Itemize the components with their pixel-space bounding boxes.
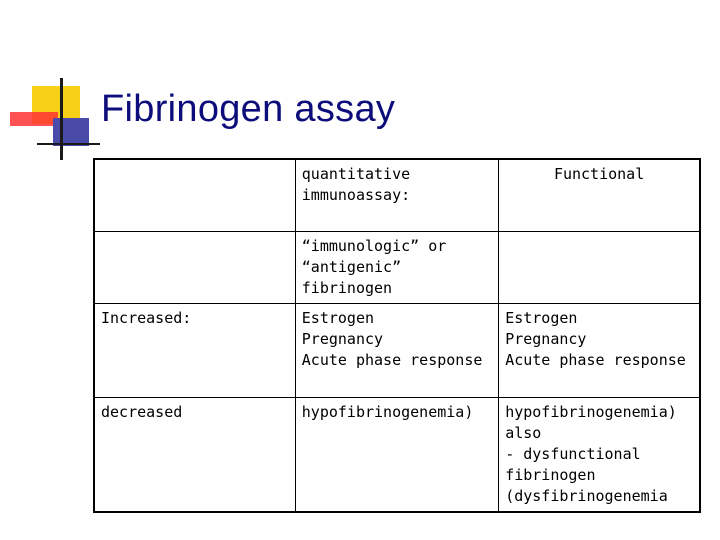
increased-immunoassay-cell: Estrogen Pregnancy Acute phase response (294, 303, 500, 398)
table-subheader-row: “immunologic” or “antigenic” fibrinogen (93, 231, 701, 304)
logo-horizontal-line (37, 143, 100, 145)
table-row-increased: Increased: Estrogen Pregnancy Acute phas… (93, 303, 701, 398)
fibrinogen-assay-table: quantitative immunoassay: Functional “im… (93, 158, 701, 513)
increased-functional-cell: Estrogen Pregnancy Acute phase response (498, 303, 701, 398)
header-immunoassay-cell: quantitative immunoassay: (294, 158, 500, 232)
slide-logo-decoration (0, 0, 100, 170)
row-label-increased: Increased: (93, 303, 296, 398)
table-row-decreased: decreased hypofibrinogenemia) hypofibrin… (93, 397, 701, 513)
subheader-empty-cell (93, 231, 296, 304)
header-empty-cell (93, 158, 296, 232)
slide-title: Fibrinogen assay (101, 88, 396, 130)
logo-red-bar (10, 112, 58, 126)
subheader-empty-cell-functional (498, 231, 701, 304)
subheader-antigenic-cell: “immunologic” or “antigenic” fibrinogen (294, 231, 500, 304)
decreased-functional-cell: hypofibrinogenemia) also - dysfunctional… (498, 397, 701, 513)
logo-blue-square (53, 118, 89, 146)
logo-vertical-line (60, 78, 63, 160)
header-functional-cell: Functional (498, 158, 701, 232)
row-label-decreased: decreased (93, 397, 296, 513)
table-header-row: quantitative immunoassay: Functional (93, 158, 701, 232)
decreased-immunoassay-cell: hypofibrinogenemia) (294, 397, 500, 513)
